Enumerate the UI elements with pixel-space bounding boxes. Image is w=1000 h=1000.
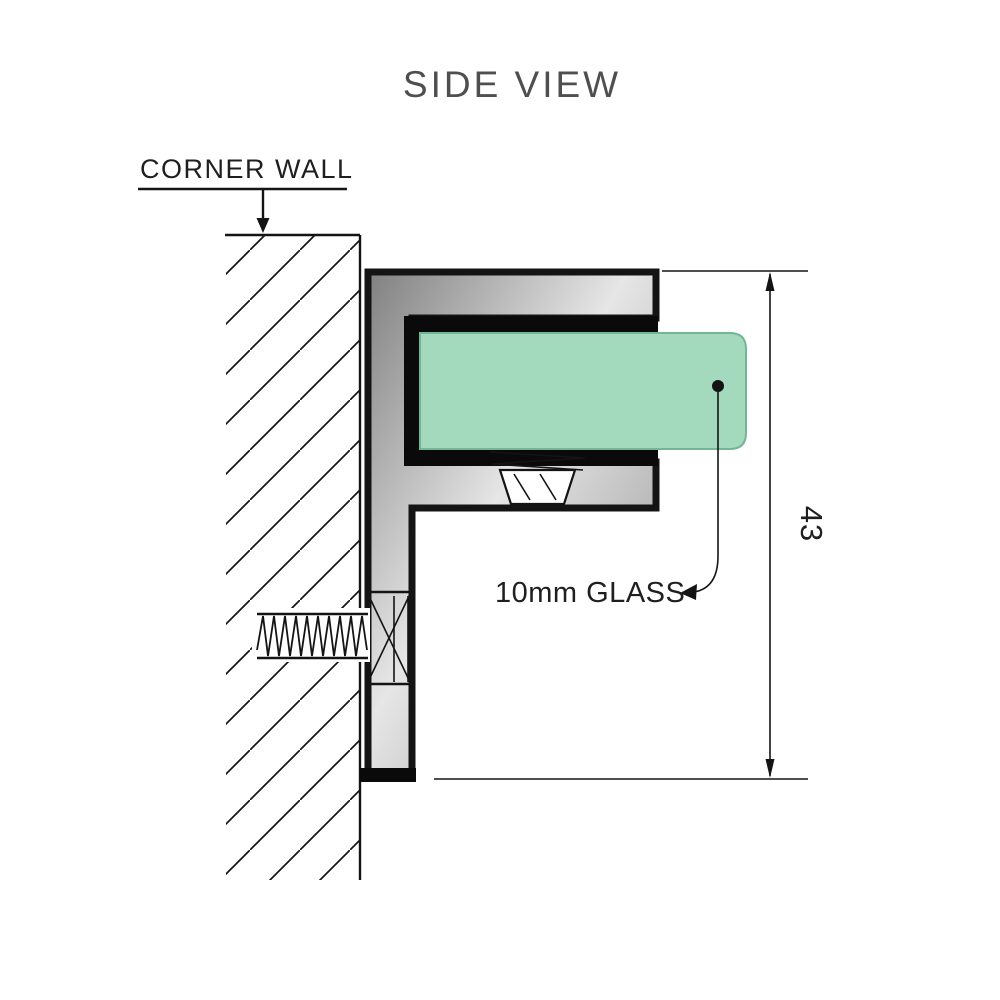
glass-leader-line [693,392,719,593]
bracket-foot-cap [360,768,416,782]
gasket-body [498,468,577,506]
glass-leader-dot [712,380,724,392]
gasket-hatch-line [539,473,557,501]
screw-head-cross-line [367,593,411,683]
wall-section [225,233,362,880]
gasket-spring-lines [489,451,586,471]
corner-wall-arrowhead [256,218,270,233]
glass-label: 10mm GLASS [495,577,685,609]
glass-leader-arrowhead [680,584,697,600]
dimension-arrow-top [765,272,775,291]
screw [252,590,412,686]
dimension-label: 43 [794,506,829,542]
glass-panel [419,332,747,450]
dimension-43: 43 [434,270,829,780]
glass-callout: 10mm GLASS [495,380,724,609]
dimension-arrow-bottom [765,759,775,778]
corner-wall-callout: CORNER WALL [138,154,354,233]
drawing-title: SIDE VIEW [403,64,621,105]
gasket-hatch-line [513,473,531,501]
corner-wall-label: CORNER WALL [140,154,354,184]
screw-threads [256,615,368,657]
wall-hatching [226,236,360,880]
gasket [489,451,586,506]
